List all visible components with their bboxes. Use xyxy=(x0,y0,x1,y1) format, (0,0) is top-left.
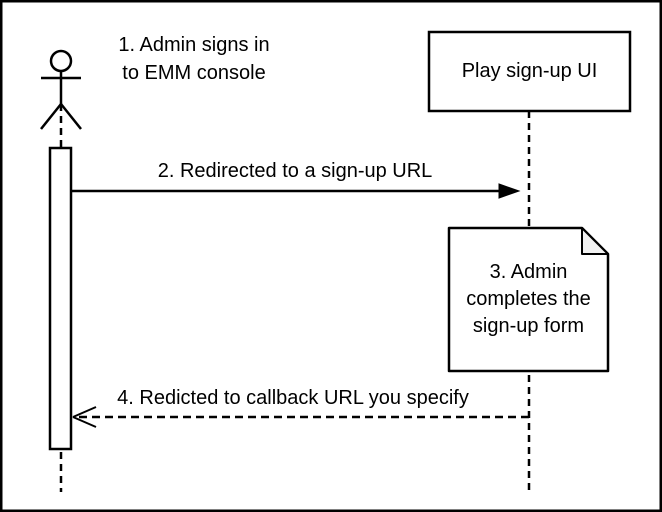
person-leg-left xyxy=(40,103,62,130)
actor-label: 1. Admin signs in to EMM console xyxy=(118,34,270,84)
participant-label-container: Play sign-up UI xyxy=(429,32,630,111)
note-fold xyxy=(581,227,609,255)
note-shape xyxy=(447,226,610,373)
person-icon xyxy=(40,49,82,130)
message-2-arrowhead xyxy=(498,183,521,199)
note-body xyxy=(447,226,610,373)
message-2-label: 2. Redirected to a sign-up URL xyxy=(157,160,433,182)
participant-box xyxy=(427,30,632,113)
message-4-label: 4. Redicted to callback URL you specify xyxy=(117,387,469,409)
activation-bar xyxy=(48,146,73,451)
note-label: 3. Admin completes the sign-up form xyxy=(466,261,591,337)
message-4-arrow xyxy=(72,406,529,428)
message-4-arrowhead-upper xyxy=(72,406,97,418)
person-head xyxy=(49,49,73,73)
message-2-arrow xyxy=(71,183,521,199)
participant-label: Play sign-up UI xyxy=(461,60,598,82)
message-4-arrowhead-lower xyxy=(72,416,97,428)
person-leg-right xyxy=(60,103,82,130)
note-label-container: 3. Admin completes the sign-up form xyxy=(449,228,608,371)
